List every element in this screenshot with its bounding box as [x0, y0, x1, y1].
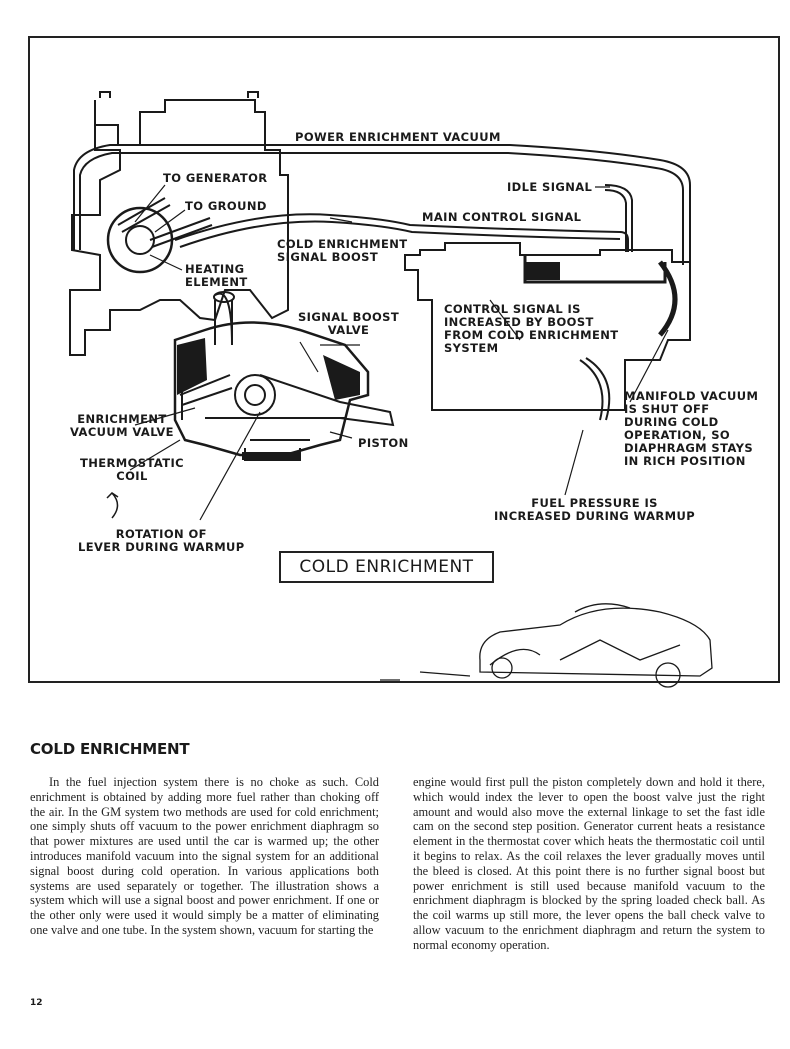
- label-enrichment-vacuum-valve: ENRICHMENT VACUUM VALVE: [70, 413, 174, 439]
- label-line: DIAPHRAGM STAYS: [624, 441, 754, 455]
- label-line: SIGNAL BOOST: [298, 310, 400, 324]
- label-line: THERMOSTATIC: [80, 456, 185, 470]
- label-line: INCREASED DURING WARMUP: [494, 509, 696, 523]
- cold-enrichment-diagram: [69, 91, 780, 688]
- label-line: CONTROL SIGNAL IS: [444, 302, 581, 316]
- label-line: IS SHUT OFF: [624, 402, 710, 416]
- label-power-enrichment-vacuum: POWER ENRICHMENT VACUUM: [295, 130, 501, 144]
- label-line: VALVE: [327, 323, 370, 337]
- label-cold-enrichment-signal-boost: COLD ENRICHMENT SIGNAL BOOST: [277, 238, 408, 264]
- label-piston: PISTON: [358, 436, 409, 450]
- label-idle-signal: IDLE SIGNAL: [507, 180, 593, 194]
- article-right-column: engine would first pull the piston compl…: [413, 775, 765, 952]
- article-left-column: In the fuel injection system there is no…: [30, 775, 379, 937]
- diagram-frame: [28, 36, 780, 683]
- label-fuel-pressure: FUEL PRESSURE IS INCREASED DURING WARMUP: [494, 497, 695, 523]
- label-main-control-signal: MAIN CONTROL SIGNAL: [422, 210, 582, 224]
- label-signal-boost-valve: SIGNAL BOOST VALVE: [298, 311, 399, 337]
- main-control-signal-line: [174, 213, 629, 252]
- label-line: SIGNAL BOOST: [277, 250, 379, 264]
- label-line: INCREASED BY BOOST: [444, 315, 594, 329]
- label-to-generator: TO GENERATOR: [163, 171, 268, 185]
- label-line: FROM COLD ENRICHMENT: [444, 328, 619, 342]
- label-manifold-vacuum: MANIFOLD VACUUM IS SHUT OFF DURING COLD …: [624, 390, 758, 468]
- idle-signal-line: [604, 184, 633, 252]
- label-line: FUEL PRESSURE IS: [531, 496, 658, 510]
- label-line: LEVER DURING WARMUP: [78, 540, 245, 554]
- label-line: COLD ENRICHMENT: [277, 237, 408, 251]
- section-heading: COLD ENRICHMENT: [30, 740, 190, 758]
- label-heating-element: HEATING ELEMENT: [185, 263, 248, 289]
- label-line: COIL: [116, 469, 148, 483]
- thermostat-cover: [106, 206, 174, 274]
- label-line: VACUUM VALVE: [70, 425, 174, 439]
- label-line: OPERATION, SO: [624, 428, 731, 442]
- label-to-ground: TO GROUND: [185, 199, 267, 213]
- label-line: SYSTEM: [444, 341, 499, 355]
- label-control-signal-increased: CONTROL SIGNAL IS INCREASED BY BOOST FRO…: [444, 303, 618, 355]
- label-line: ENRICHMENT: [77, 412, 167, 426]
- label-thermostatic-coil: THERMOSTATIC COIL: [80, 457, 184, 483]
- label-line: DURING COLD: [624, 415, 719, 429]
- car-sketch: [380, 603, 780, 688]
- fuel-meter-body: [404, 242, 691, 411]
- diagram-caption: COLD ENRICHMENT: [279, 551, 494, 583]
- label-line: IN RICH POSITION: [624, 454, 746, 468]
- label-line: ROTATION OF: [115, 527, 207, 541]
- throttle-body: [69, 99, 289, 356]
- power-enrichment-vacuum-line: [73, 144, 691, 265]
- page-number: 12: [30, 998, 43, 1008]
- label-line: HEATING: [185, 262, 245, 276]
- label-line: ELEMENT: [185, 275, 248, 289]
- label-line: MANIFOLD VACUUM: [624, 389, 759, 403]
- label-rotation-of-lever: ROTATION OF LEVER DURING WARMUP: [78, 528, 245, 554]
